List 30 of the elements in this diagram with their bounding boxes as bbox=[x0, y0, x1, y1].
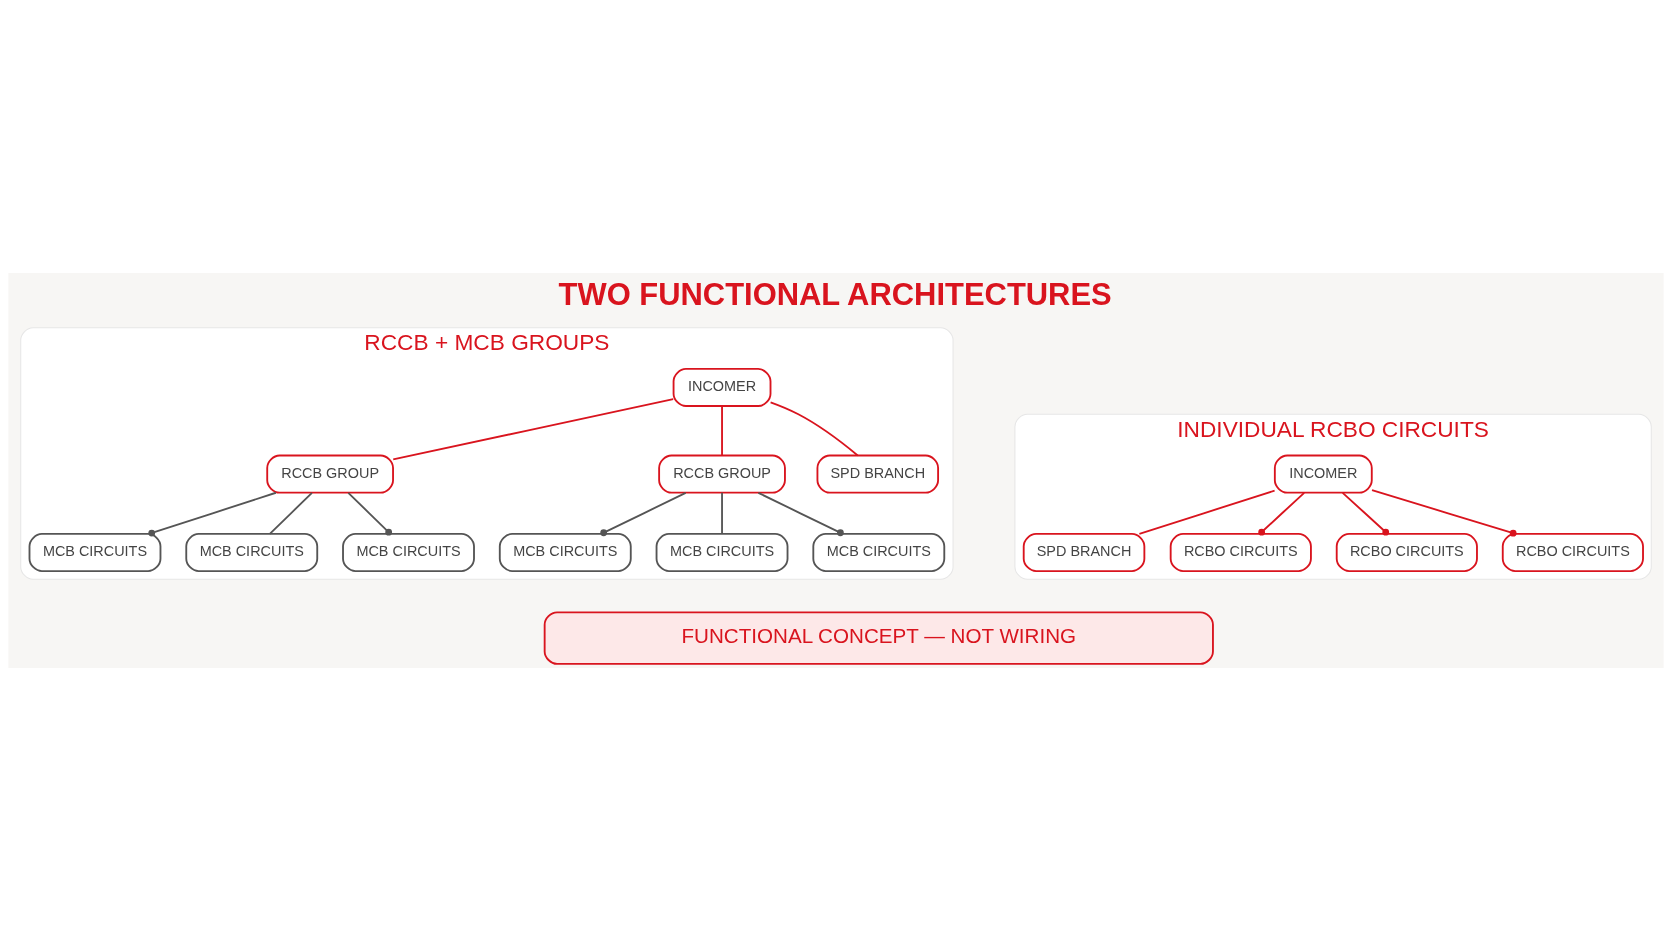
node-box: MCB CIRCUITS bbox=[342, 533, 475, 572]
connector bbox=[600, 491, 687, 537]
node-box: RCBO CIRCUITS bbox=[1501, 533, 1644, 572]
node-box: INCOMER bbox=[672, 368, 772, 407]
connector bbox=[268, 491, 313, 535]
connector bbox=[757, 491, 844, 537]
node-box: RCCB GROUP bbox=[266, 454, 394, 494]
node-box: MCB CIRCUITS bbox=[185, 533, 319, 572]
diagram-title: TWO FUNCTIONAL ARCHITECTURES bbox=[558, 276, 1112, 312]
connector bbox=[347, 491, 393, 536]
node-box: MCB CIRCUITS bbox=[28, 533, 162, 572]
node-box: SPD BRANCH bbox=[816, 454, 940, 494]
connector bbox=[1258, 491, 1306, 536]
connector bbox=[1138, 489, 1276, 535]
node-box: MCB CIRCUITS bbox=[812, 533, 946, 572]
connector bbox=[392, 398, 675, 461]
node-box: RCCB GROUP bbox=[658, 454, 786, 494]
node-box: RCBO CIRCUITS bbox=[1169, 533, 1312, 572]
connector bbox=[721, 491, 723, 535]
node-box: MCB CIRCUITS bbox=[498, 533, 632, 572]
node-box: RCBO CIRCUITS bbox=[1335, 533, 1478, 572]
node-box: SPD BRANCH bbox=[1022, 533, 1146, 572]
connector bbox=[721, 405, 723, 457]
node-box: FUNCTIONAL CONCEPT — NOT WIRING bbox=[543, 611, 1214, 665]
connector bbox=[1341, 491, 1390, 536]
connector bbox=[769, 401, 859, 457]
connector bbox=[1371, 489, 1517, 537]
connector bbox=[148, 491, 277, 537]
node-box: MCB CIRCUITS bbox=[655, 533, 789, 572]
node-box: INCOMER bbox=[1273, 454, 1373, 494]
